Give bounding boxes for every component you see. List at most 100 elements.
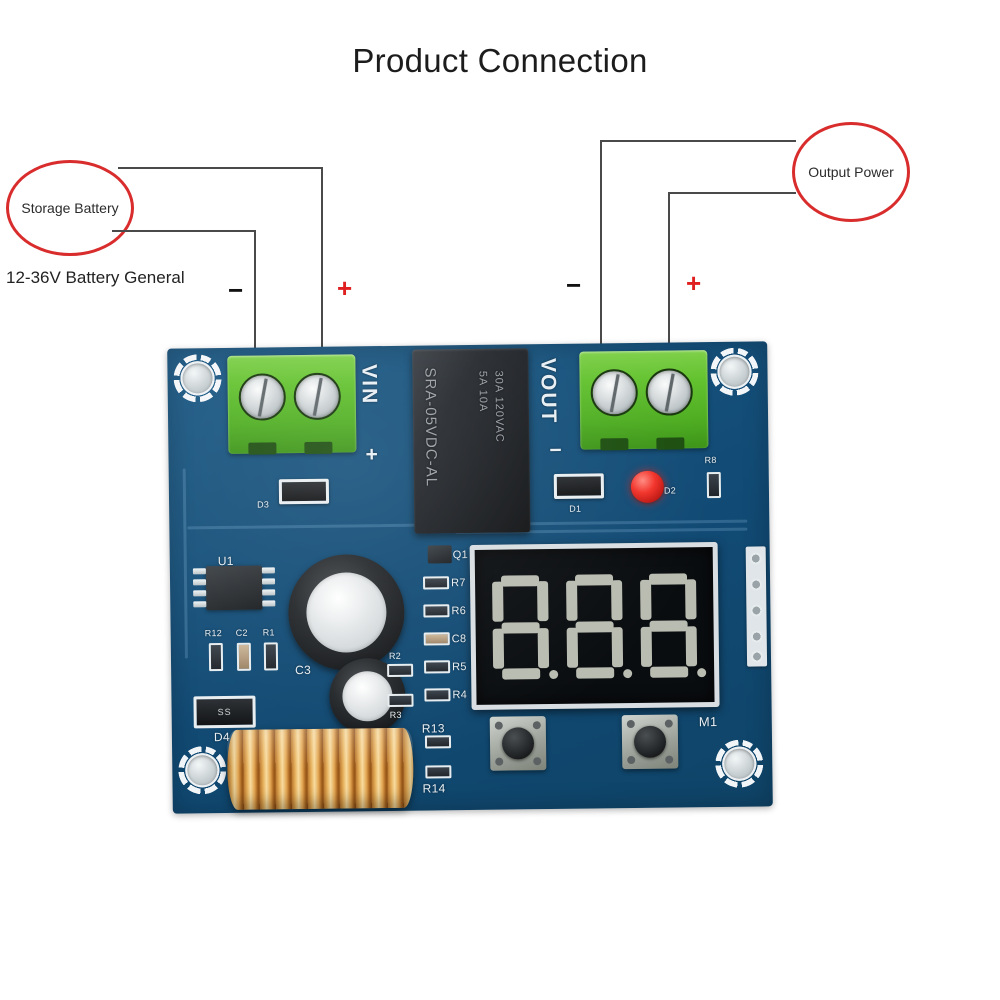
input-terminal-block[interactable] [227,354,357,455]
mounting-hole [710,347,759,397]
decimal-point [549,669,559,679]
display-digit-1 [492,574,559,680]
mounting-hole [715,739,764,789]
silk-ref-r14: R14 [422,781,446,796]
resistor-r4-body [424,688,451,702]
diode-d1-body [553,473,605,499]
input-terminal-screw-negative[interactable] [238,373,287,421]
resistor-r3-body [387,693,414,708]
relay-rating-line-1: 5A 10A [476,370,489,413]
segment-c [685,625,698,666]
segment-c [537,627,550,668]
terminal-slot [656,437,685,450]
wire-output-negative-vertical [600,140,602,350]
silk-ref-c3: C3 [295,662,312,678]
seven-segment-display [469,541,720,710]
ic-u1-pins-left [192,566,207,610]
electrolytic-capacitor-c1 [287,553,406,672]
resistor-r7-body [422,576,450,590]
resistor-r14-body [425,765,452,779]
callout-output-power: Output Power [792,122,910,222]
silk-label-vout: VOUT [536,357,561,425]
segment-c [611,626,624,667]
silk-trace [182,468,188,659]
segment-f [492,581,504,622]
pcb-board: VIN + SRA-05VDC-AL 5A 10A 30A 120VAC VOU… [167,341,773,814]
segment-d [576,666,615,679]
display-digit-2 [566,573,633,679]
display-digit-3 [640,572,707,678]
wire-battery-positive-horizontal [112,230,255,232]
segment-d [502,667,541,680]
relay-component: SRA-05VDC-AL 5A 10A 30A 120VAC [412,348,531,534]
transistor-q1-body [427,545,452,564]
toroidal-inductor [226,727,414,810]
segment-a [648,572,688,585]
segment-d [650,665,689,678]
ic-u1-body [205,565,263,611]
silk-ref-d3: D3 [257,499,270,510]
silk-ref-r4: R4 [452,689,468,702]
silk-ref-r6: R6 [451,605,467,618]
page-title: Product Connection [352,42,648,79]
ic-u1-pins-right [261,565,276,609]
wire-output-positive-horizontal [668,192,796,194]
output-plus-mark: + [686,268,702,298]
input-terminal-screw-positive[interactable] [293,372,342,421]
segment-b [685,578,697,619]
battery-range-label: 12-36V Battery General [6,268,185,287]
segment-e [566,627,579,668]
callout-output-power-label: Output Power [808,164,894,180]
silk-ref-d1: D1 [569,503,582,514]
segment-b [537,580,549,621]
silk-ref-r12: R12 [204,628,223,639]
silk-ref-r5: R5 [452,661,467,674]
output-minus-mark: − [566,270,582,300]
relay-part-number: SRA-05VDC-AL [421,367,440,488]
wire-output-negative-horizontal [600,140,796,142]
segment-g [649,619,688,632]
resistor-r1-body [263,642,279,671]
silk-ref-c8: C8 [451,633,467,646]
segment-a [574,573,614,586]
silk-label-vin-plus: + [365,443,380,467]
callout-storage-battery-label: Storage Battery [21,200,119,216]
capacitor-c2-body [236,642,252,671]
segment-e [640,626,653,667]
output-terminal-screw-negative[interactable] [590,368,639,417]
terminal-slot [248,442,277,455]
wire-battery-positive-vertical [254,230,256,368]
silk-ref-r8: R8 [704,454,717,466]
segment-b [611,579,623,620]
mounting-hole [178,745,227,795]
resistor-r8-body [706,471,722,499]
right-tactile-button[interactable] [621,714,679,770]
terminal-slot [600,438,629,451]
segment-f [640,579,652,620]
segment-g [575,620,614,633]
led-d2-indicator [630,470,665,504]
wire-battery-negative-vertical [321,167,323,365]
wire-battery-negative-horizontal [118,167,322,169]
silk-ref-c2: C2 [235,627,248,638]
wire-output-positive-vertical [668,192,670,360]
diode-d4-body [193,695,256,729]
decimal-point [697,667,707,677]
silk-label-vin: VIN [357,364,381,406]
capacitor-c8-body [423,632,450,646]
left-tactile-button[interactable] [489,716,547,771]
silk-label-vout-minus: − [549,438,564,463]
silk-label-m1: M1 [698,713,718,730]
callout-storage-battery: Storage Battery [6,160,134,256]
silk-ref-r1: R1 [262,627,275,638]
decimal-point [623,668,633,678]
silk-ref-r7: R7 [450,577,466,590]
resistor-r5-body [424,660,451,674]
segment-f [566,580,578,621]
output-terminal-block[interactable] [579,350,709,451]
diode-d3-body [278,478,330,505]
segment-a [500,574,540,587]
output-terminal-screw-positive[interactable] [645,368,694,416]
input-plus-mark: + [337,273,353,303]
relay-rating-line-2: 30A 120VAC [492,370,506,443]
